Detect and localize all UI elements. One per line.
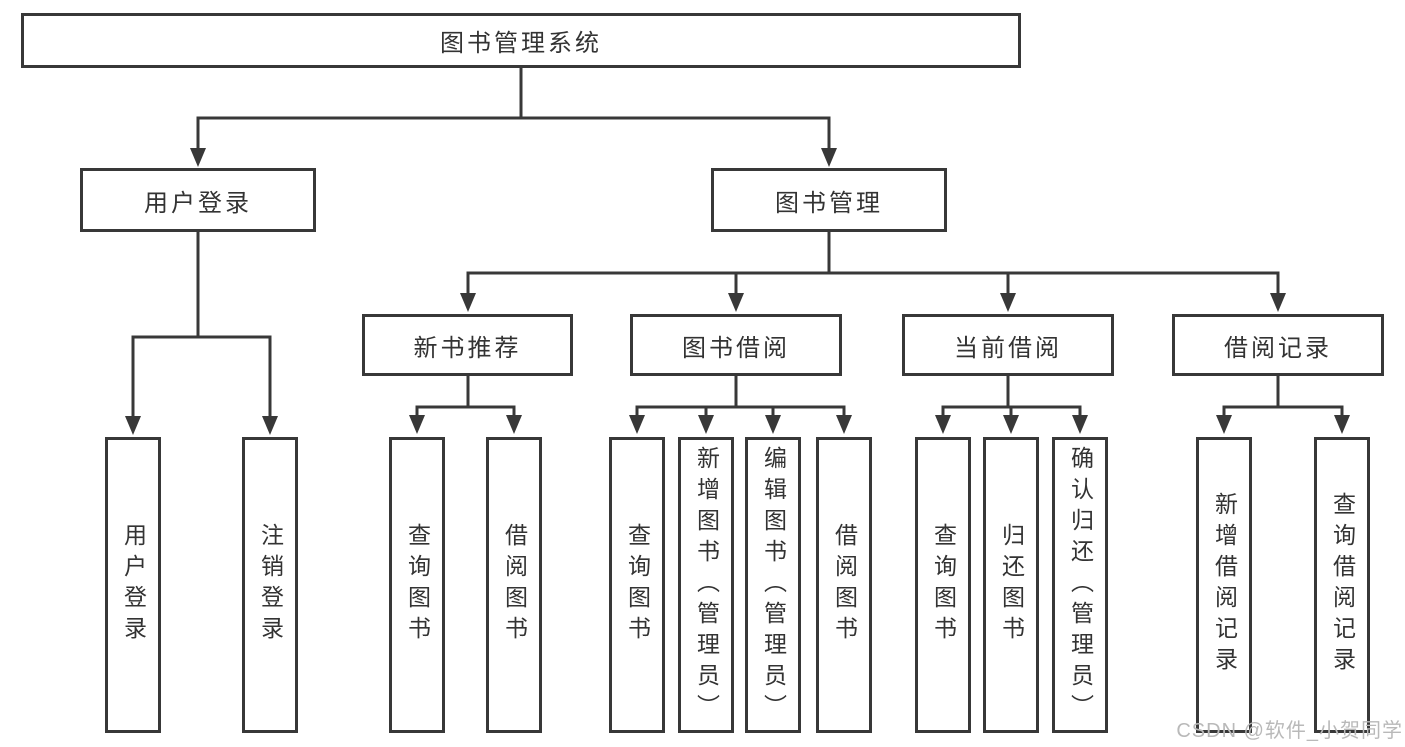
csdn-watermark: CSDN @软件_小贺同学: [1176, 720, 1403, 742]
leaf-label: 注销登录: [257, 523, 284, 647]
connector-newbook-to-leaves: [409, 374, 522, 434]
connector-login-to-leaves: [125, 230, 278, 435]
leaf-label: 查询借阅记录: [1329, 492, 1356, 678]
node-borrow-record: 借阅记录: [1172, 314, 1384, 376]
leaf-label: 借阅图书: [831, 523, 858, 647]
leaf-label: 查询图书: [930, 523, 957, 647]
leaf-label: 查询图书: [624, 523, 651, 647]
leaf-return-books: 归还图书: [983, 437, 1039, 733]
leaf-borrow-books-borrow: 借阅图书: [816, 437, 872, 733]
node-label: 用户登录: [144, 189, 252, 217]
node-new-book-recommend: 新书推荐: [362, 314, 573, 376]
node-book-management: 图书管理: [711, 168, 947, 232]
node-label: 图书管理系统: [440, 30, 602, 57]
node-label: 借阅记录: [1224, 334, 1332, 362]
leaf-label: 借阅图书: [501, 523, 528, 647]
leaf-label: 确认归还（管理员）: [1067, 445, 1094, 725]
node-root-system: 图书管理系统: [21, 13, 1021, 68]
connector-root-to-level2: [190, 65, 837, 167]
leaf-query-borrow-record: 查询借阅记录: [1314, 437, 1370, 733]
leaf-label: 新增借阅记录: [1211, 492, 1238, 678]
node-label: 图书借阅: [682, 334, 790, 362]
connector-borrow-to-leaves: [629, 374, 852, 434]
leaf-edit-book-admin: 编辑图书（管理员）: [745, 437, 801, 733]
leaf-label: 新增图书（管理员）: [693, 445, 720, 725]
node-label: 图书管理: [775, 189, 883, 217]
node-label: 新书推荐: [413, 334, 522, 362]
leaf-user-login: 用户登录: [105, 437, 161, 733]
leaf-query-books-recommend: 查询图书: [389, 437, 445, 733]
leaf-query-books-borrow: 查询图书: [609, 437, 665, 733]
node-book-borrow: 图书借阅: [630, 314, 842, 376]
leaf-label: 用户登录: [120, 523, 147, 647]
connector-record-to-leaves: [1216, 374, 1350, 434]
node-current-borrow: 当前借阅: [902, 314, 1114, 376]
leaf-confirm-return-admin: 确认归还（管理员）: [1052, 437, 1108, 733]
node-user-login: 用户登录: [80, 168, 316, 232]
node-label: 当前借阅: [954, 334, 1062, 362]
connector-mgmt-to-level3: [460, 230, 1286, 312]
leaf-label: 查询图书: [404, 523, 431, 647]
leaf-logout-login: 注销登录: [242, 437, 298, 733]
leaf-add-book-admin: 新增图书（管理员）: [678, 437, 734, 733]
leaf-borrow-books-recommend: 借阅图书: [486, 437, 542, 733]
leaf-label: 编辑图书（管理员）: [760, 445, 787, 725]
leaf-query-books-current: 查询图书: [915, 437, 971, 733]
leaf-label: 归还图书: [998, 523, 1025, 647]
leaf-add-borrow-record: 新增借阅记录: [1196, 437, 1252, 733]
connector-current-to-leaves: [935, 374, 1088, 434]
